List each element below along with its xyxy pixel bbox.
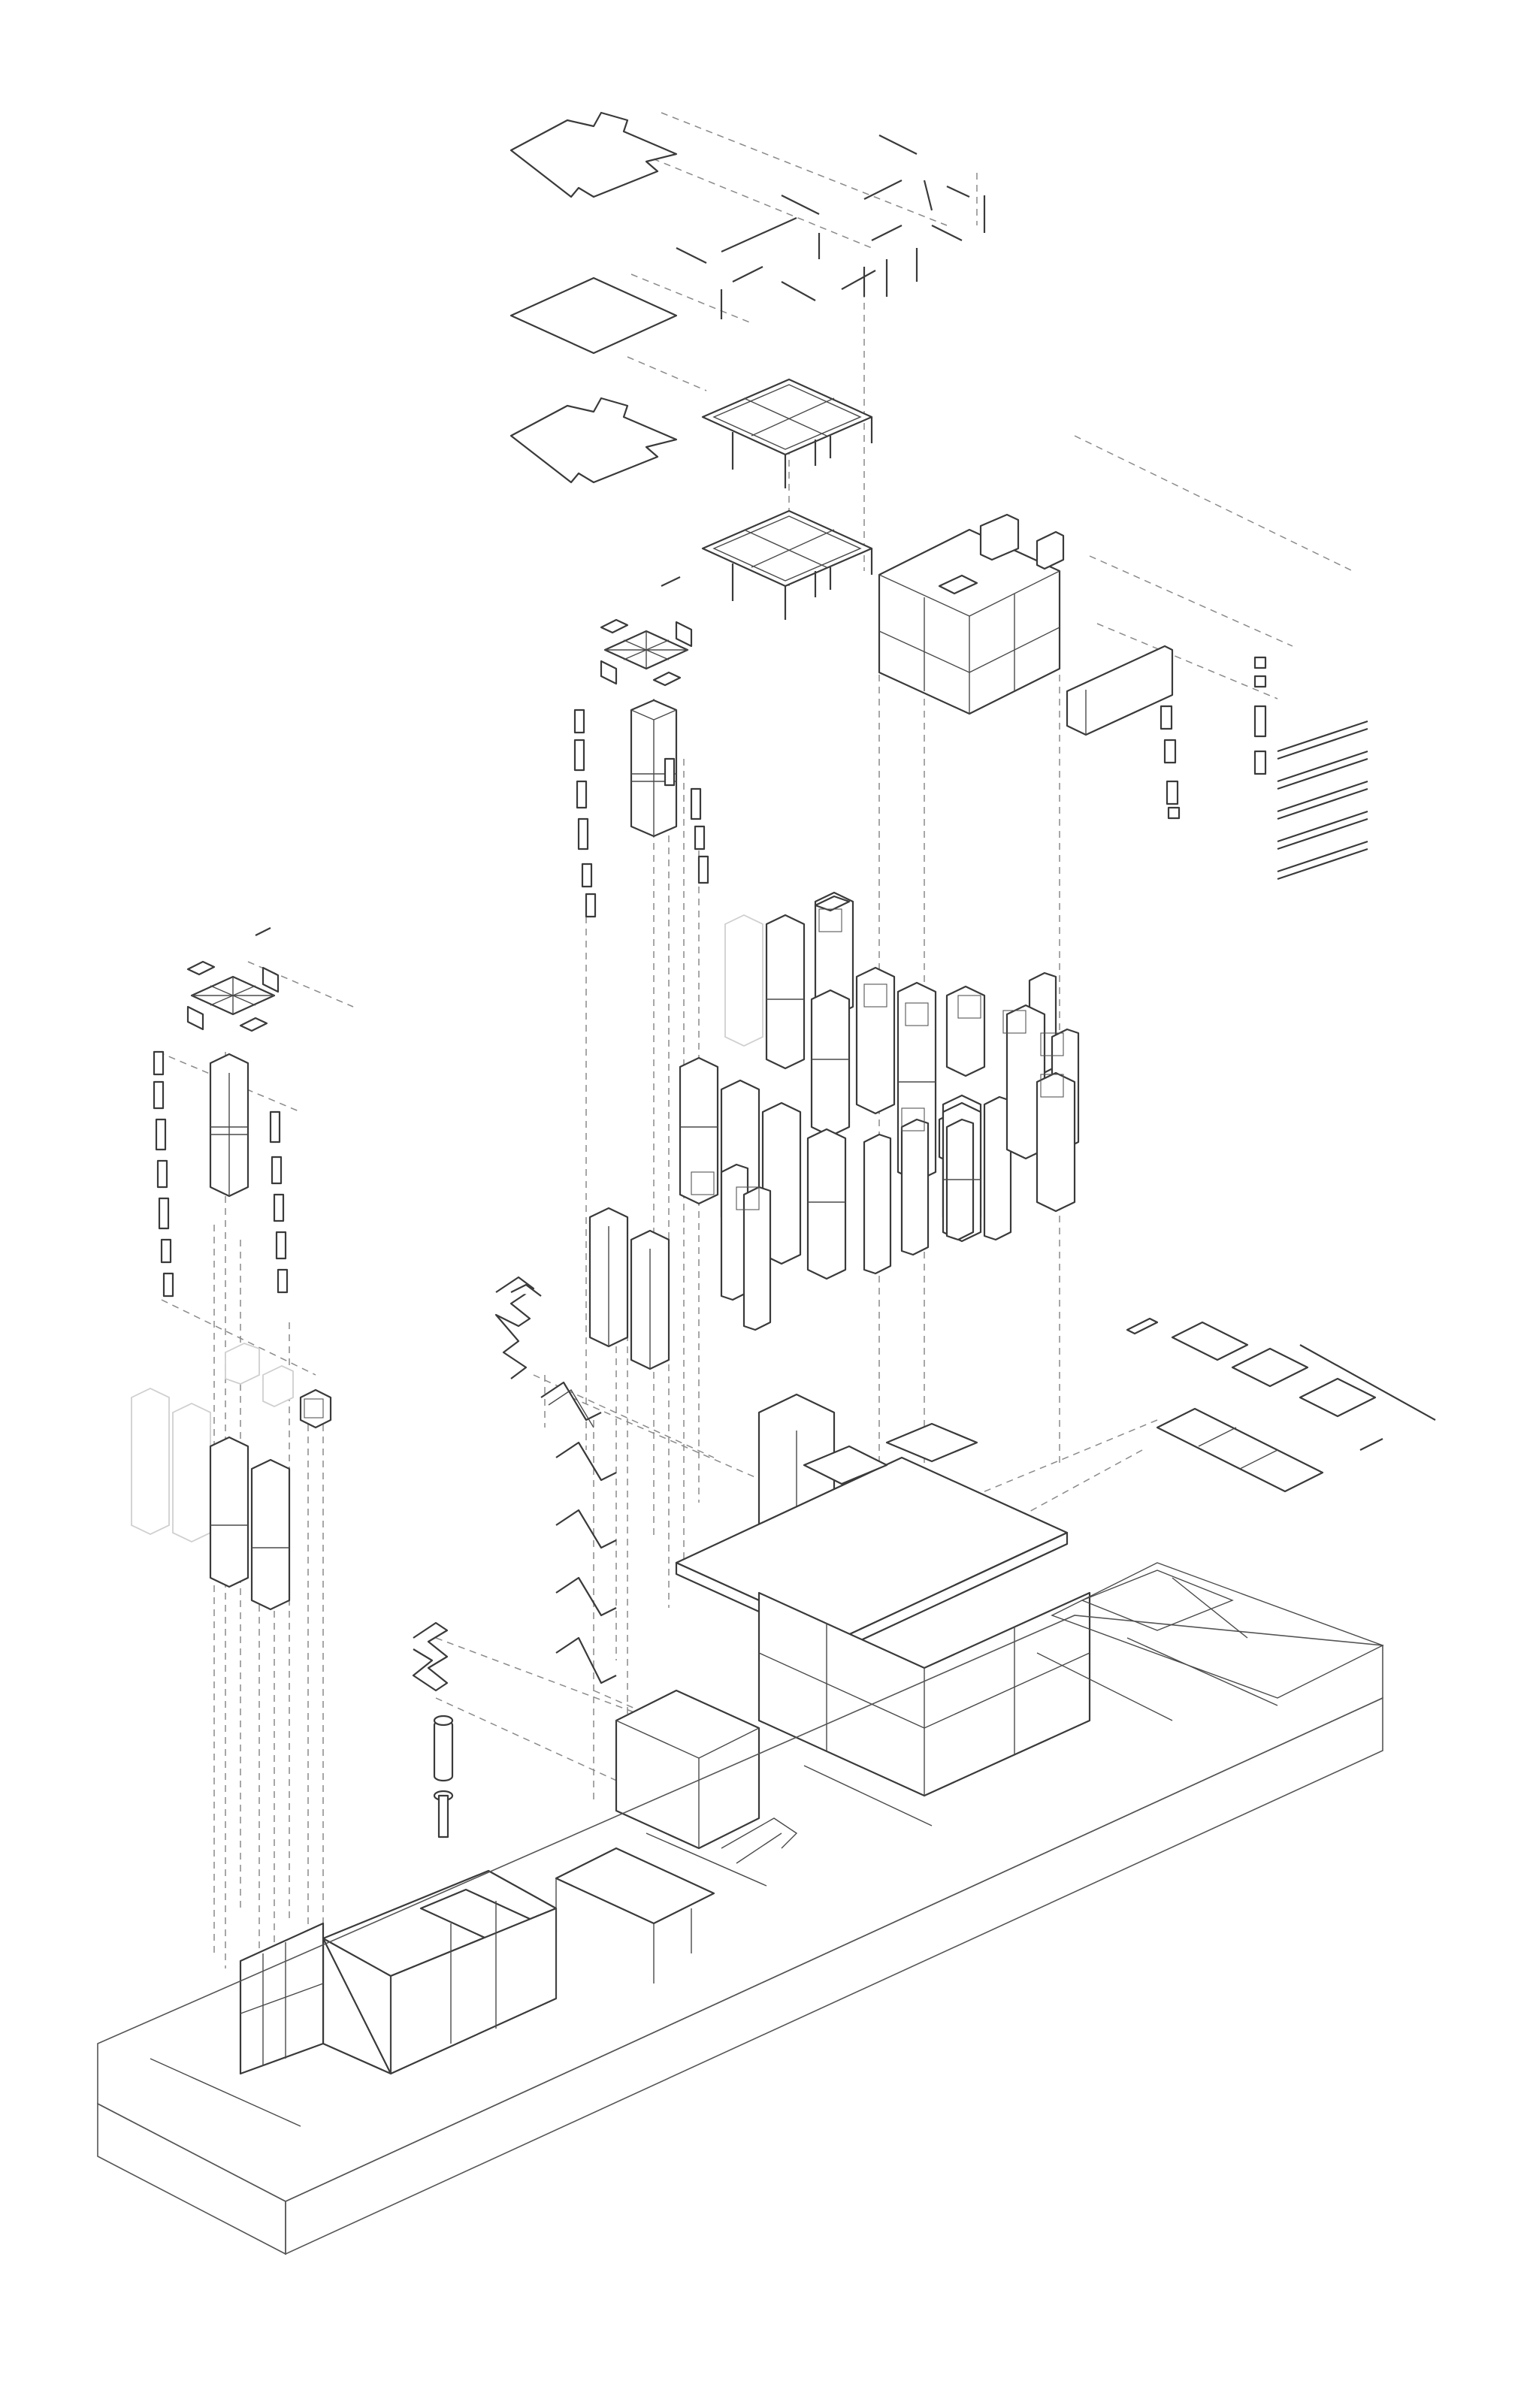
twin-columns-middle <box>588 1207 670 1370</box>
lower-left-building <box>239 1847 715 2075</box>
roof-slab-upper <box>509 111 678 198</box>
left-tower-shaft <box>209 1053 249 1198</box>
zigzag-stair-exploded <box>494 1276 542 1379</box>
main-building-mass <box>615 1393 1091 1864</box>
column-cluster <box>679 891 1080 1331</box>
roof-slab-middle <box>509 276 678 355</box>
right-floor-panels <box>1126 1317 1436 1493</box>
cylinder-column <box>433 1715 454 1838</box>
site-plinth <box>97 1562 1384 2255</box>
middle-tower-shaft <box>630 699 678 838</box>
middle-tower-panels <box>573 709 709 918</box>
left-tower-cap-exploded <box>186 927 280 1032</box>
facade-panel-pieces <box>1066 645 1368 881</box>
stair-flights <box>540 1381 617 1684</box>
roof-slab-lower <box>509 397 678 484</box>
middle-tower-cap-exploded <box>600 576 693 687</box>
roof-beams-exploded <box>676 134 986 319</box>
roof-frame-upper <box>701 378 873 488</box>
left-tower-lower-columns <box>131 1343 332 1611</box>
hoop-bracket <box>412 1621 449 1692</box>
left-tower-panels <box>153 1050 289 1298</box>
top-building-block <box>878 513 1065 715</box>
roof-frame-lower <box>701 509 873 620</box>
projection-guides <box>157 112 1353 1976</box>
